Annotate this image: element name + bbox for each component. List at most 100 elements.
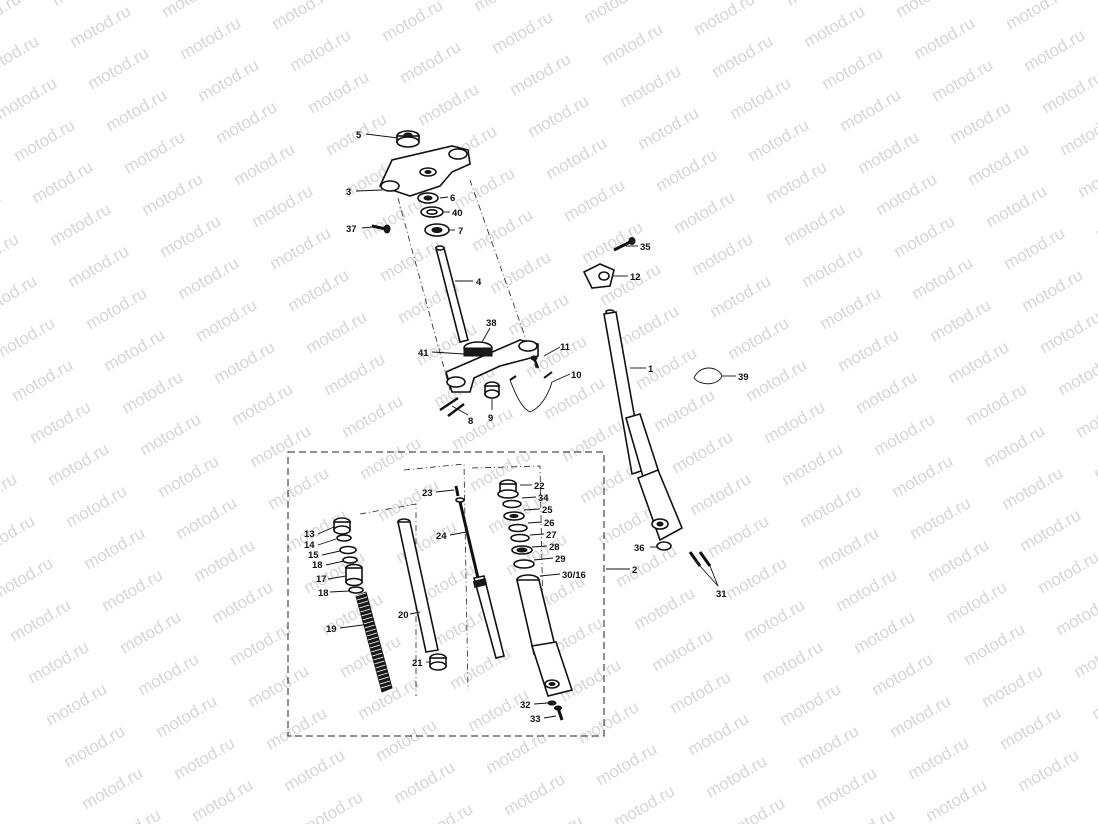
watermark-text: motod.ru: [709, 31, 777, 81]
watermark-text: motod.ru: [287, 25, 355, 75]
watermark-text: motod.ru: [907, 493, 975, 543]
watermark-text: motod.ru: [853, 367, 921, 417]
watermark-text: motod.ru: [83, 283, 151, 333]
watermark-text: motod.ru: [743, 355, 811, 405]
watermark-text: motod.ru: [579, 217, 647, 267]
callout-18-upper: 18: [312, 560, 323, 571]
watermark-text: motod.ru: [11, 115, 79, 165]
watermark-text: motod.ru: [117, 607, 185, 657]
watermark-text: motod.ru: [997, 703, 1065, 753]
watermark-text: motod.ru: [981, 421, 1049, 471]
watermark-text: motod.ru: [705, 511, 773, 561]
watermark-text: motod.ru: [559, 415, 627, 465]
watermark-text: motod.ru: [103, 85, 171, 135]
watermark-text: motod.ru: [831, 805, 899, 824]
watermark-text: motod.ru: [27, 397, 95, 447]
watermark-text: motod.ru: [121, 127, 189, 177]
watermark-text: motod.ru: [471, 0, 539, 15]
callout-38: 38: [486, 318, 497, 329]
watermark-text: motod.ru: [97, 805, 165, 824]
callout-41: 41: [418, 348, 429, 359]
watermark-text: motod.ru: [927, 295, 995, 345]
seal-part-25: [504, 512, 524, 520]
watermark-text: motod.ru: [501, 769, 569, 819]
watermark-text: motod.ru: [157, 211, 225, 261]
watermark-text: motod.ru: [0, 187, 4, 237]
callout-2: 2: [632, 565, 637, 576]
washer-part-26: [509, 525, 527, 532]
top-nut-part-5: [397, 131, 419, 147]
watermark-text: motod.ru: [961, 619, 1029, 669]
watermark-text: motod.ru: [703, 751, 771, 801]
watermark-text: motod.ru: [339, 391, 407, 441]
watermark-text: motod.ru: [1095, 0, 1098, 3]
callout-23: 23: [422, 488, 433, 499]
watermark-text: motod.ru: [245, 661, 313, 711]
washer-part-18: [343, 557, 357, 563]
watermark-text: motod.ru: [923, 775, 991, 824]
watermark-text: motod.ru: [0, 553, 56, 603]
washer-part-6: [418, 193, 438, 203]
callout-12: 12: [630, 272, 641, 283]
watermark-text: motod.ru: [611, 781, 679, 824]
watermark-text: motod.ru: [357, 433, 425, 483]
watermark-text: motod.ru: [0, 511, 38, 561]
watermark-text: motod.ru: [671, 187, 739, 237]
watermark-text: motod.ru: [373, 715, 441, 765]
band-part-39: [694, 368, 722, 384]
watermark-text: motod.ru: [469, 205, 537, 255]
watermark-text: motod.ru: [265, 463, 333, 513]
bolt-part-33: [555, 706, 563, 720]
watermark-text: motod.ru: [227, 619, 295, 669]
watermark-text: motod.ru: [519, 811, 587, 824]
watermark-text: motod.ru: [1003, 0, 1071, 33]
watermark-text: motod.ru: [451, 163, 519, 213]
callout-32: 32: [520, 700, 531, 711]
bushing-part-28: [512, 546, 532, 554]
watermark-text: motod.ru: [761, 397, 829, 447]
watermark-text: motod.ru: [837, 85, 905, 135]
watermark-text: motod.ru: [783, 0, 851, 9]
watermark-text: motod.ru: [1053, 589, 1098, 639]
callout-35: 35: [640, 242, 651, 253]
watermark-text: motod.ru: [281, 745, 349, 795]
watermark-text: motod.ru: [9, 355, 77, 405]
watermark-text: motod.ru: [507, 49, 575, 99]
watermark-text: motod.ru: [229, 379, 297, 429]
ring-part-29: [514, 560, 534, 568]
watermark-text: motod.ru: [781, 199, 849, 249]
callout-8: 8: [468, 416, 473, 427]
watermark-text: motod.ru: [833, 565, 901, 615]
watermark-text: motod.ru: [947, 97, 1015, 147]
watermark-text: motod.ru: [925, 535, 993, 585]
watermark-text: motod.ru: [375, 475, 443, 525]
watermark-text: motod.ru: [505, 289, 573, 339]
watermark-text: motod.ru: [963, 379, 1031, 429]
washer-part-40: [421, 207, 443, 217]
dust-seal-part-22: [498, 480, 518, 498]
watermark-text: motod.ru: [7, 595, 75, 645]
bolts-part-31: [690, 552, 710, 566]
watermark-text: motod.ru: [817, 283, 885, 333]
watermark-text: motod.ru: [483, 727, 551, 777]
watermark-text: motod.ru: [191, 535, 259, 585]
callout-11: 11: [560, 342, 571, 353]
watermark-text: motod.ru: [691, 0, 759, 39]
watermark-text: motod.ru: [1015, 745, 1083, 795]
nut-part-7: [425, 224, 449, 236]
callout-25: 25: [542, 505, 553, 516]
watermark-text: motod.ru: [379, 0, 447, 45]
watermark-text: motod.ru: [819, 43, 887, 93]
watermark-text: motod.ru: [43, 679, 111, 729]
watermark-text: motod.ru: [801, 1, 869, 51]
watermark-text: motod.ru: [173, 493, 241, 543]
watermark-text: motod.ru: [139, 169, 207, 219]
watermark-text: motod.ru: [631, 583, 699, 633]
watermark-text: motod.ru: [1057, 109, 1098, 159]
watermark-text: motod.ru: [1055, 349, 1098, 399]
watermark-text: motod.ru: [779, 439, 847, 489]
watermark-text: motod.ru: [153, 691, 221, 741]
watermark-text: motod.ru: [159, 0, 227, 21]
